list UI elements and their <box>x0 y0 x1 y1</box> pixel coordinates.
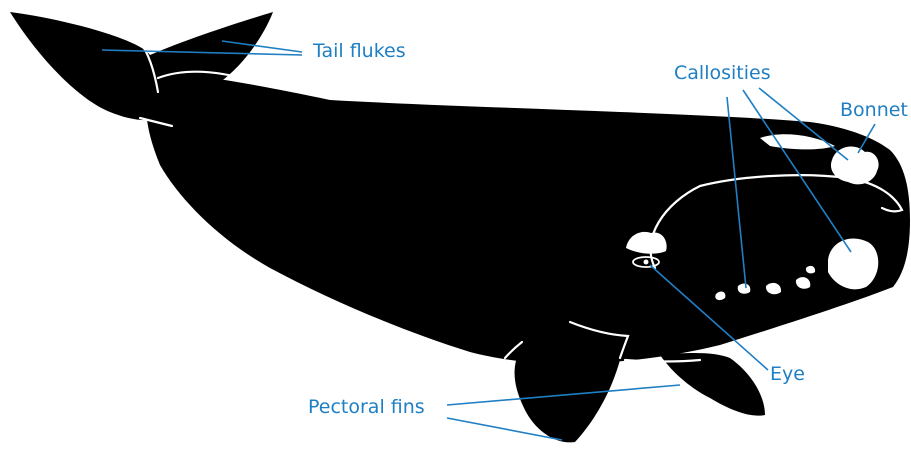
label-bonnet: Bonnet <box>840 101 908 120</box>
label-pectoral-fins: Pectoral fins <box>308 398 425 417</box>
label-eye: Eye <box>770 365 805 384</box>
pectoral-fin-front <box>515 334 625 442</box>
fin-base-line <box>625 360 700 362</box>
label-tail-flukes: Tail flukes <box>313 42 406 61</box>
label-callosities: Callosities <box>674 64 771 83</box>
eye-pupil <box>644 260 649 265</box>
whale-body <box>146 70 910 364</box>
